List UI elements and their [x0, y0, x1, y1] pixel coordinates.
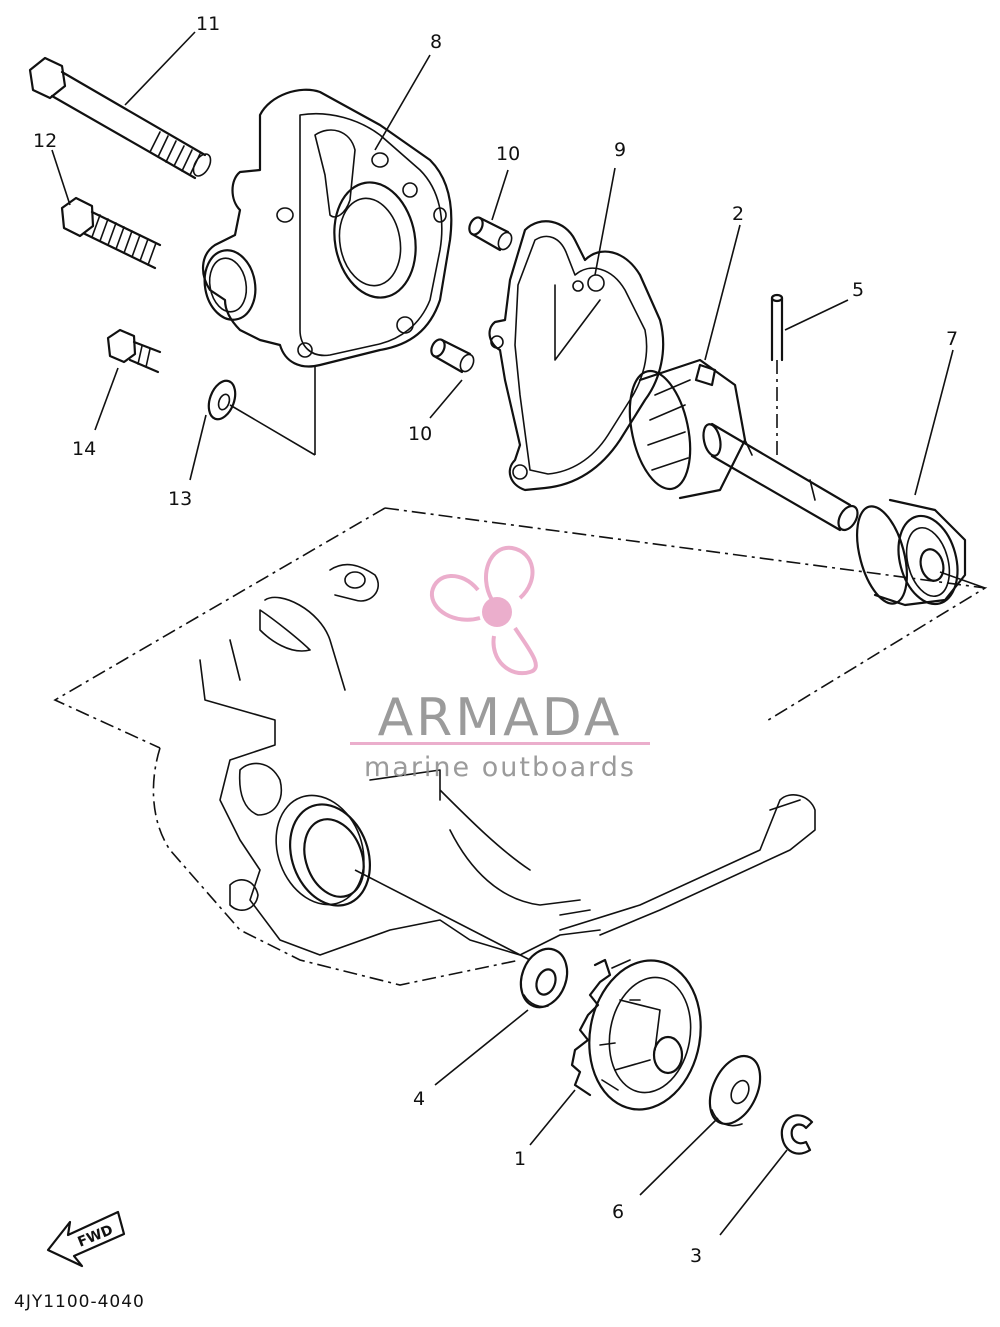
callout-3: 3 [690, 1245, 702, 1267]
callout-11: 11 [196, 13, 220, 35]
washer-small [207, 379, 237, 421]
propeller-logo-icon [429, 545, 538, 676]
callout-10-lower: 10 [408, 423, 432, 445]
callout-5: 5 [852, 279, 864, 301]
watermark-rule [350, 742, 650, 745]
bolt-medium [60, 196, 162, 270]
watermark-tagline: marine outboards [364, 752, 636, 783]
bolt-long [28, 56, 212, 180]
crankcase [152, 563, 816, 986]
circlip [780, 1114, 814, 1155]
washer-crankcase [519, 947, 569, 1009]
callout-labels: 11 12 14 13 8 10 10 9 2 5 7 4 1 6 3 [33, 13, 958, 1267]
callout-1: 1 [514, 1148, 526, 1170]
callout-14: 14 [72, 438, 96, 460]
pump-housing [202, 88, 453, 456]
bearing [856, 498, 986, 607]
callout-6: 6 [612, 1201, 624, 1223]
callout-8: 8 [430, 31, 442, 53]
fwd-arrow: FWD [46, 1210, 126, 1268]
impeller-drive-gear [570, 958, 702, 1111]
dowel-pin-upper [468, 216, 513, 252]
callout-12: 12 [33, 130, 57, 152]
dowel-pin-lower [430, 338, 475, 374]
washer-outer [708, 1054, 762, 1127]
callout-4: 4 [413, 1088, 425, 1110]
callout-7: 7 [946, 328, 958, 350]
pin-straight [770, 293, 784, 460]
callout-13: 13 [168, 488, 192, 510]
diagram-code: 4JY1100-4040 [14, 1292, 145, 1312]
bolt-short [106, 328, 162, 374]
callout-10-upper: 10 [496, 143, 520, 165]
impeller-shaft [628, 358, 859, 532]
watermark-brand: ARMADA [378, 688, 623, 748]
callout-2: 2 [732, 203, 744, 225]
callout-9: 9 [614, 139, 626, 161]
gasket [488, 220, 665, 492]
leader-lines [51, 31, 954, 1236]
watermark: ARMADA marine outboards [350, 545, 650, 783]
